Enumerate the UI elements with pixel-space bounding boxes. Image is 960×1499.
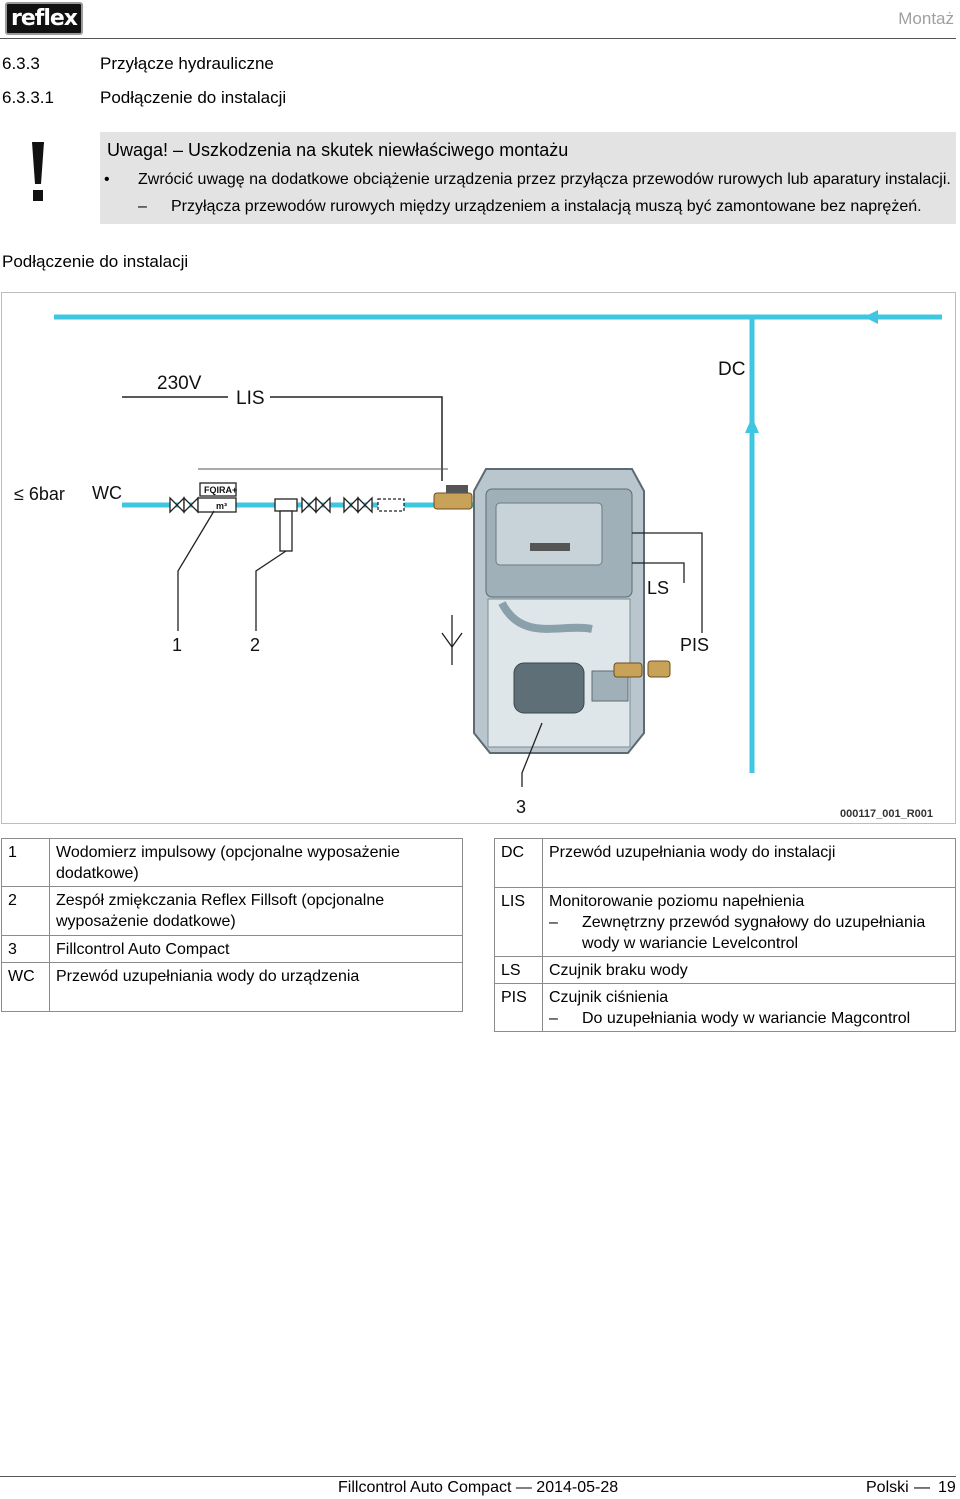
legend-key: WC (1, 962, 50, 1012)
legend-text: Fillcontrol Auto Compact (49, 935, 463, 963)
installation-diagram: 230V LIS DC ≤ 6bar WC FQIRA+ m³ 1 (1, 292, 956, 824)
legend-text: Czujnik ciśnienia (549, 989, 669, 1006)
warning-title: Uwaga! – Uszkodzenia na skutek niewłaści… (107, 140, 569, 160)
heading-number-2: 6.3.3.1 (2, 88, 54, 107)
legend-sub: – Do uzupełniania wody w wariancie Magcon… (549, 1008, 949, 1029)
label-max-pressure: ≤ 6bar (14, 484, 65, 504)
footer-sep: — (914, 1479, 930, 1496)
warning-bullet-text: Zwrócić uwagę na dodatkowe obciążenie ur… (138, 171, 951, 188)
legend-key: LS (494, 956, 543, 984)
label-m3: m³ (216, 501, 227, 511)
label-230v: 230V (157, 373, 202, 394)
label-dc: DC (718, 359, 745, 380)
label-wc: WC (92, 483, 122, 503)
callout-2: 2 (250, 635, 260, 655)
heading-title-2: Podłączenie do instalacji (100, 88, 287, 107)
figure-code: 000117_001_R001 (840, 808, 933, 820)
water-meter-icon (197, 497, 237, 513)
label-fqira: FQIRA+ (204, 485, 237, 495)
footer-divider (0, 1476, 956, 1477)
softener-icon (274, 498, 298, 512)
legend-key: 1 (1, 838, 50, 887)
legend-sub-text: Do uzupełniania wody w wariancie Magcont… (582, 1010, 911, 1027)
legend-key: DC (494, 838, 543, 888)
page-number: 19 (938, 1479, 956, 1496)
legend-text: Czujnik braku wody (542, 956, 956, 984)
legend-text: Zespół zmiękczania Reflex Fillsoft (opcj… (49, 886, 463, 936)
legend-key: PIS (494, 983, 543, 1032)
logo-text: reflex (11, 6, 78, 31)
legend-sub: – Zewnętrzny przewód sygnałowy do uzupełn… (549, 912, 949, 954)
footer-doc: Fillcontrol Auto Compact — 2014-05-28 (338, 1479, 619, 1496)
dash-icon: – (549, 914, 558, 931)
exclamation-icon (32, 142, 44, 201)
label-ls: LS (647, 578, 669, 598)
flow-arrow-icon (864, 310, 878, 324)
legend-key: 3 (1, 935, 50, 963)
flow-arrow-up-icon (745, 417, 759, 433)
legend-sub-text: Zewnętrzny przewód sygnałowy do uzupełni… (582, 914, 926, 952)
label-pis: PIS (680, 635, 709, 655)
section-title: Montaż (898, 9, 954, 28)
legend-text: Przewód uzupełniania wody do instalacji (542, 838, 956, 888)
callout-1: 1 (172, 635, 182, 655)
valve-icon (169, 496, 185, 514)
header-divider (0, 38, 956, 39)
legend-text: Przewód uzupełniania wody do urządzenia (49, 962, 463, 1012)
legend-cell: Monitorowanie poziomu napełnienia – Zewnę… (542, 887, 956, 957)
legend-text: Monitorowanie poziomu napełnienia (549, 893, 805, 910)
filter-icon (377, 498, 405, 512)
legend-text: Wodomierz impulsowy (opcjonalne wyposaże… (49, 838, 463, 887)
legend-key: LIS (494, 887, 543, 957)
bullet-icon: • (104, 171, 110, 188)
inlet-valve-icon (433, 492, 473, 510)
legend-key: 2 (1, 886, 50, 936)
legend-cell: Czujnik ciśnienia – Do uzupełniania wody … (542, 983, 956, 1032)
footer-lang: Polski (866, 1479, 909, 1496)
heading-title-1: Przyłącze hydrauliczne (100, 54, 274, 73)
dash-icon: – (549, 1010, 558, 1027)
shutoff-valve-icon (301, 496, 317, 514)
reflex-logo: reflex (5, 2, 83, 35)
figure-title: Podłączenie do instalacji (2, 252, 189, 271)
warning-box (100, 132, 956, 224)
legend-row: PIS Czujnik ciśnienia – Do uzupełniania w… (494, 983, 956, 1032)
heading-number-1: 6.3.3 (2, 54, 40, 73)
diagram-canvas: 230V LIS DC ≤ 6bar WC FQIRA+ m³ 1 (14, 310, 942, 820)
callout-3: 3 (516, 797, 526, 817)
fillcontrol-device (473, 468, 671, 754)
warning-dash-text: Przyłącza przewodów rurowych między urzą… (171, 198, 922, 215)
drain-icon (441, 632, 463, 649)
label-lis: LIS (236, 388, 265, 409)
check-valve-icon (343, 496, 359, 514)
legend-row: LIS Monitorowanie poziomu napełnienia – Z… (494, 887, 956, 957)
dash-icon: – (138, 198, 147, 215)
